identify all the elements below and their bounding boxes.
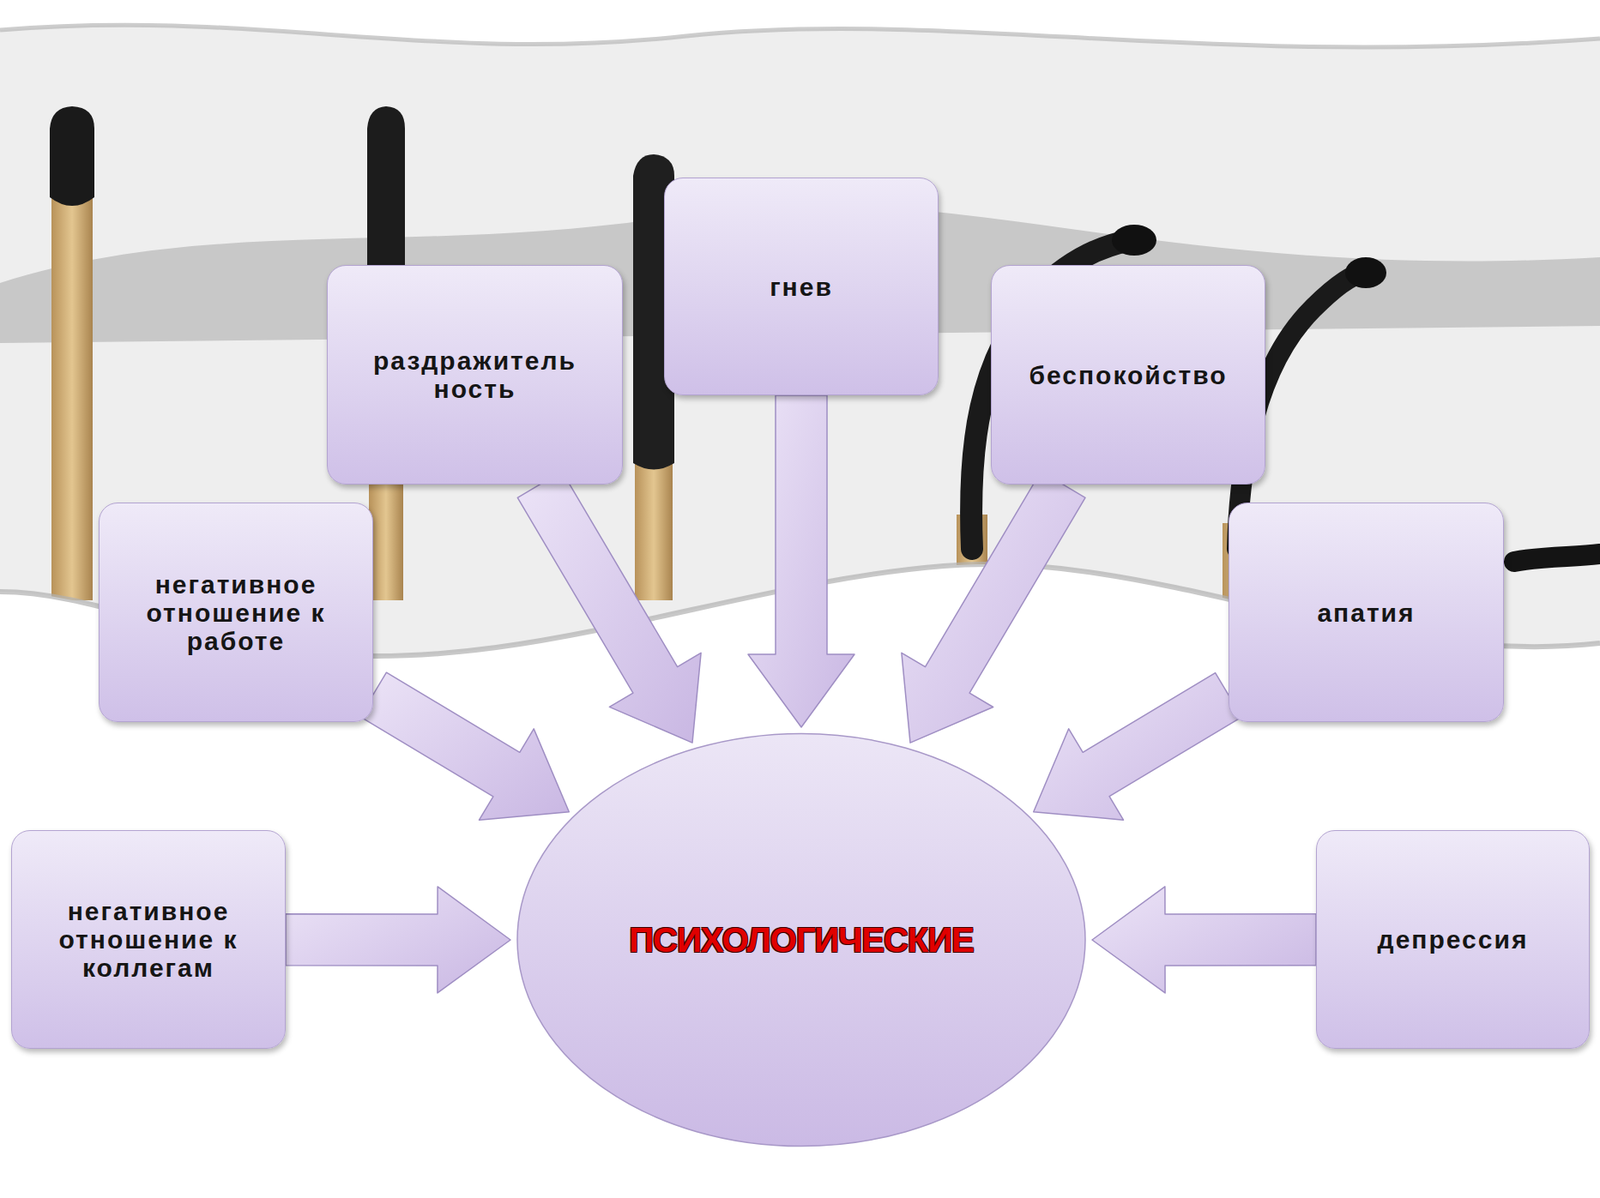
symptom-box: негативное отношение к работе <box>98 502 374 723</box>
central-label: ПСИХОЛОГИЧЕСКИЕ <box>628 921 973 960</box>
symptom-label: депрессия <box>1377 925 1529 954</box>
symptom-box: апатия <box>1228 502 1504 723</box>
block-arrow <box>285 887 511 994</box>
burnt-match <box>1514 554 1600 562</box>
block-arrow <box>1033 673 1243 822</box>
symptom-label: негативное отношение к коллегам <box>25 897 272 983</box>
match-stick <box>51 154 93 601</box>
photo-band <box>0 0 1600 858</box>
symptom-label: раздражитель ность <box>341 346 609 404</box>
block-arrow <box>1092 887 1317 994</box>
block-arrow <box>901 471 1086 743</box>
block-arrow <box>517 471 701 743</box>
photo-ground <box>0 0 1600 858</box>
symptom-box: раздражитель ность <box>326 265 623 485</box>
symptom-label: негативное отношение к работе <box>113 570 359 656</box>
match-head <box>367 106 405 275</box>
symptom-box: депрессия <box>1316 830 1590 1050</box>
block-arrow <box>360 672 570 821</box>
symptom-box: негативное отношение к коллегам <box>11 830 286 1050</box>
symptom-label: гнев <box>769 272 834 302</box>
symptom-box: гнев <box>664 177 939 396</box>
match-head <box>1345 257 1387 289</box>
ellipse-shape <box>517 733 1086 1147</box>
symptom-label: апатия <box>1316 598 1415 628</box>
symptom-label: беспокойство <box>1028 361 1227 390</box>
match-head <box>1111 224 1157 256</box>
central-ellipse: ПСИХОЛОГИЧЕСКИЕ <box>515 732 1087 1148</box>
wave-edge <box>0 24 1600 48</box>
symptom-box: беспокойство <box>990 265 1266 485</box>
block-arrow <box>748 395 855 728</box>
match-head <box>49 106 95 206</box>
